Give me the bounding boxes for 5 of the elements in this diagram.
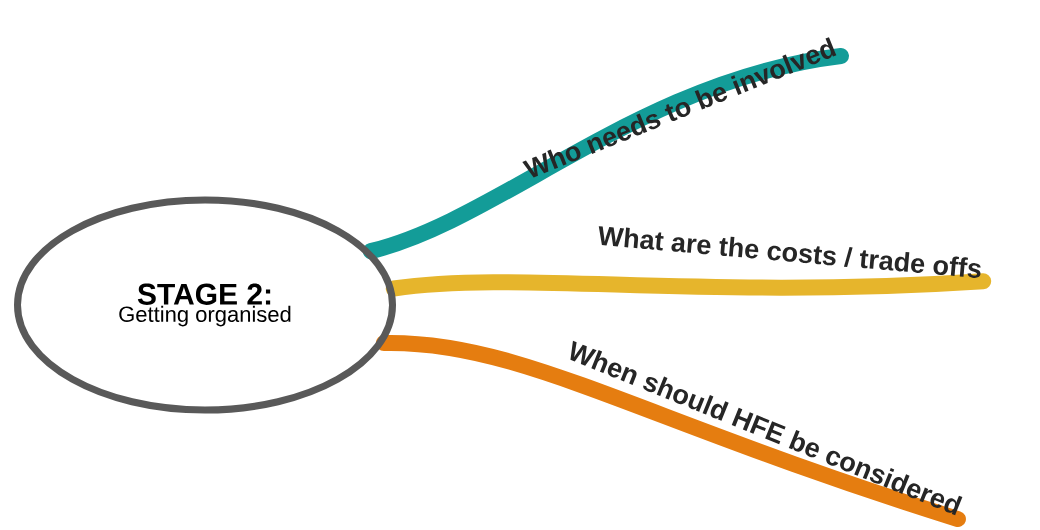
ribbon <box>375 335 966 527</box>
ribbon <box>362 48 849 260</box>
ribbon <box>385 273 992 297</box>
branch-label: What are the costs / trade offs <box>598 226 981 278</box>
circle-node: STAGE 2: Getting organised <box>14 196 396 414</box>
